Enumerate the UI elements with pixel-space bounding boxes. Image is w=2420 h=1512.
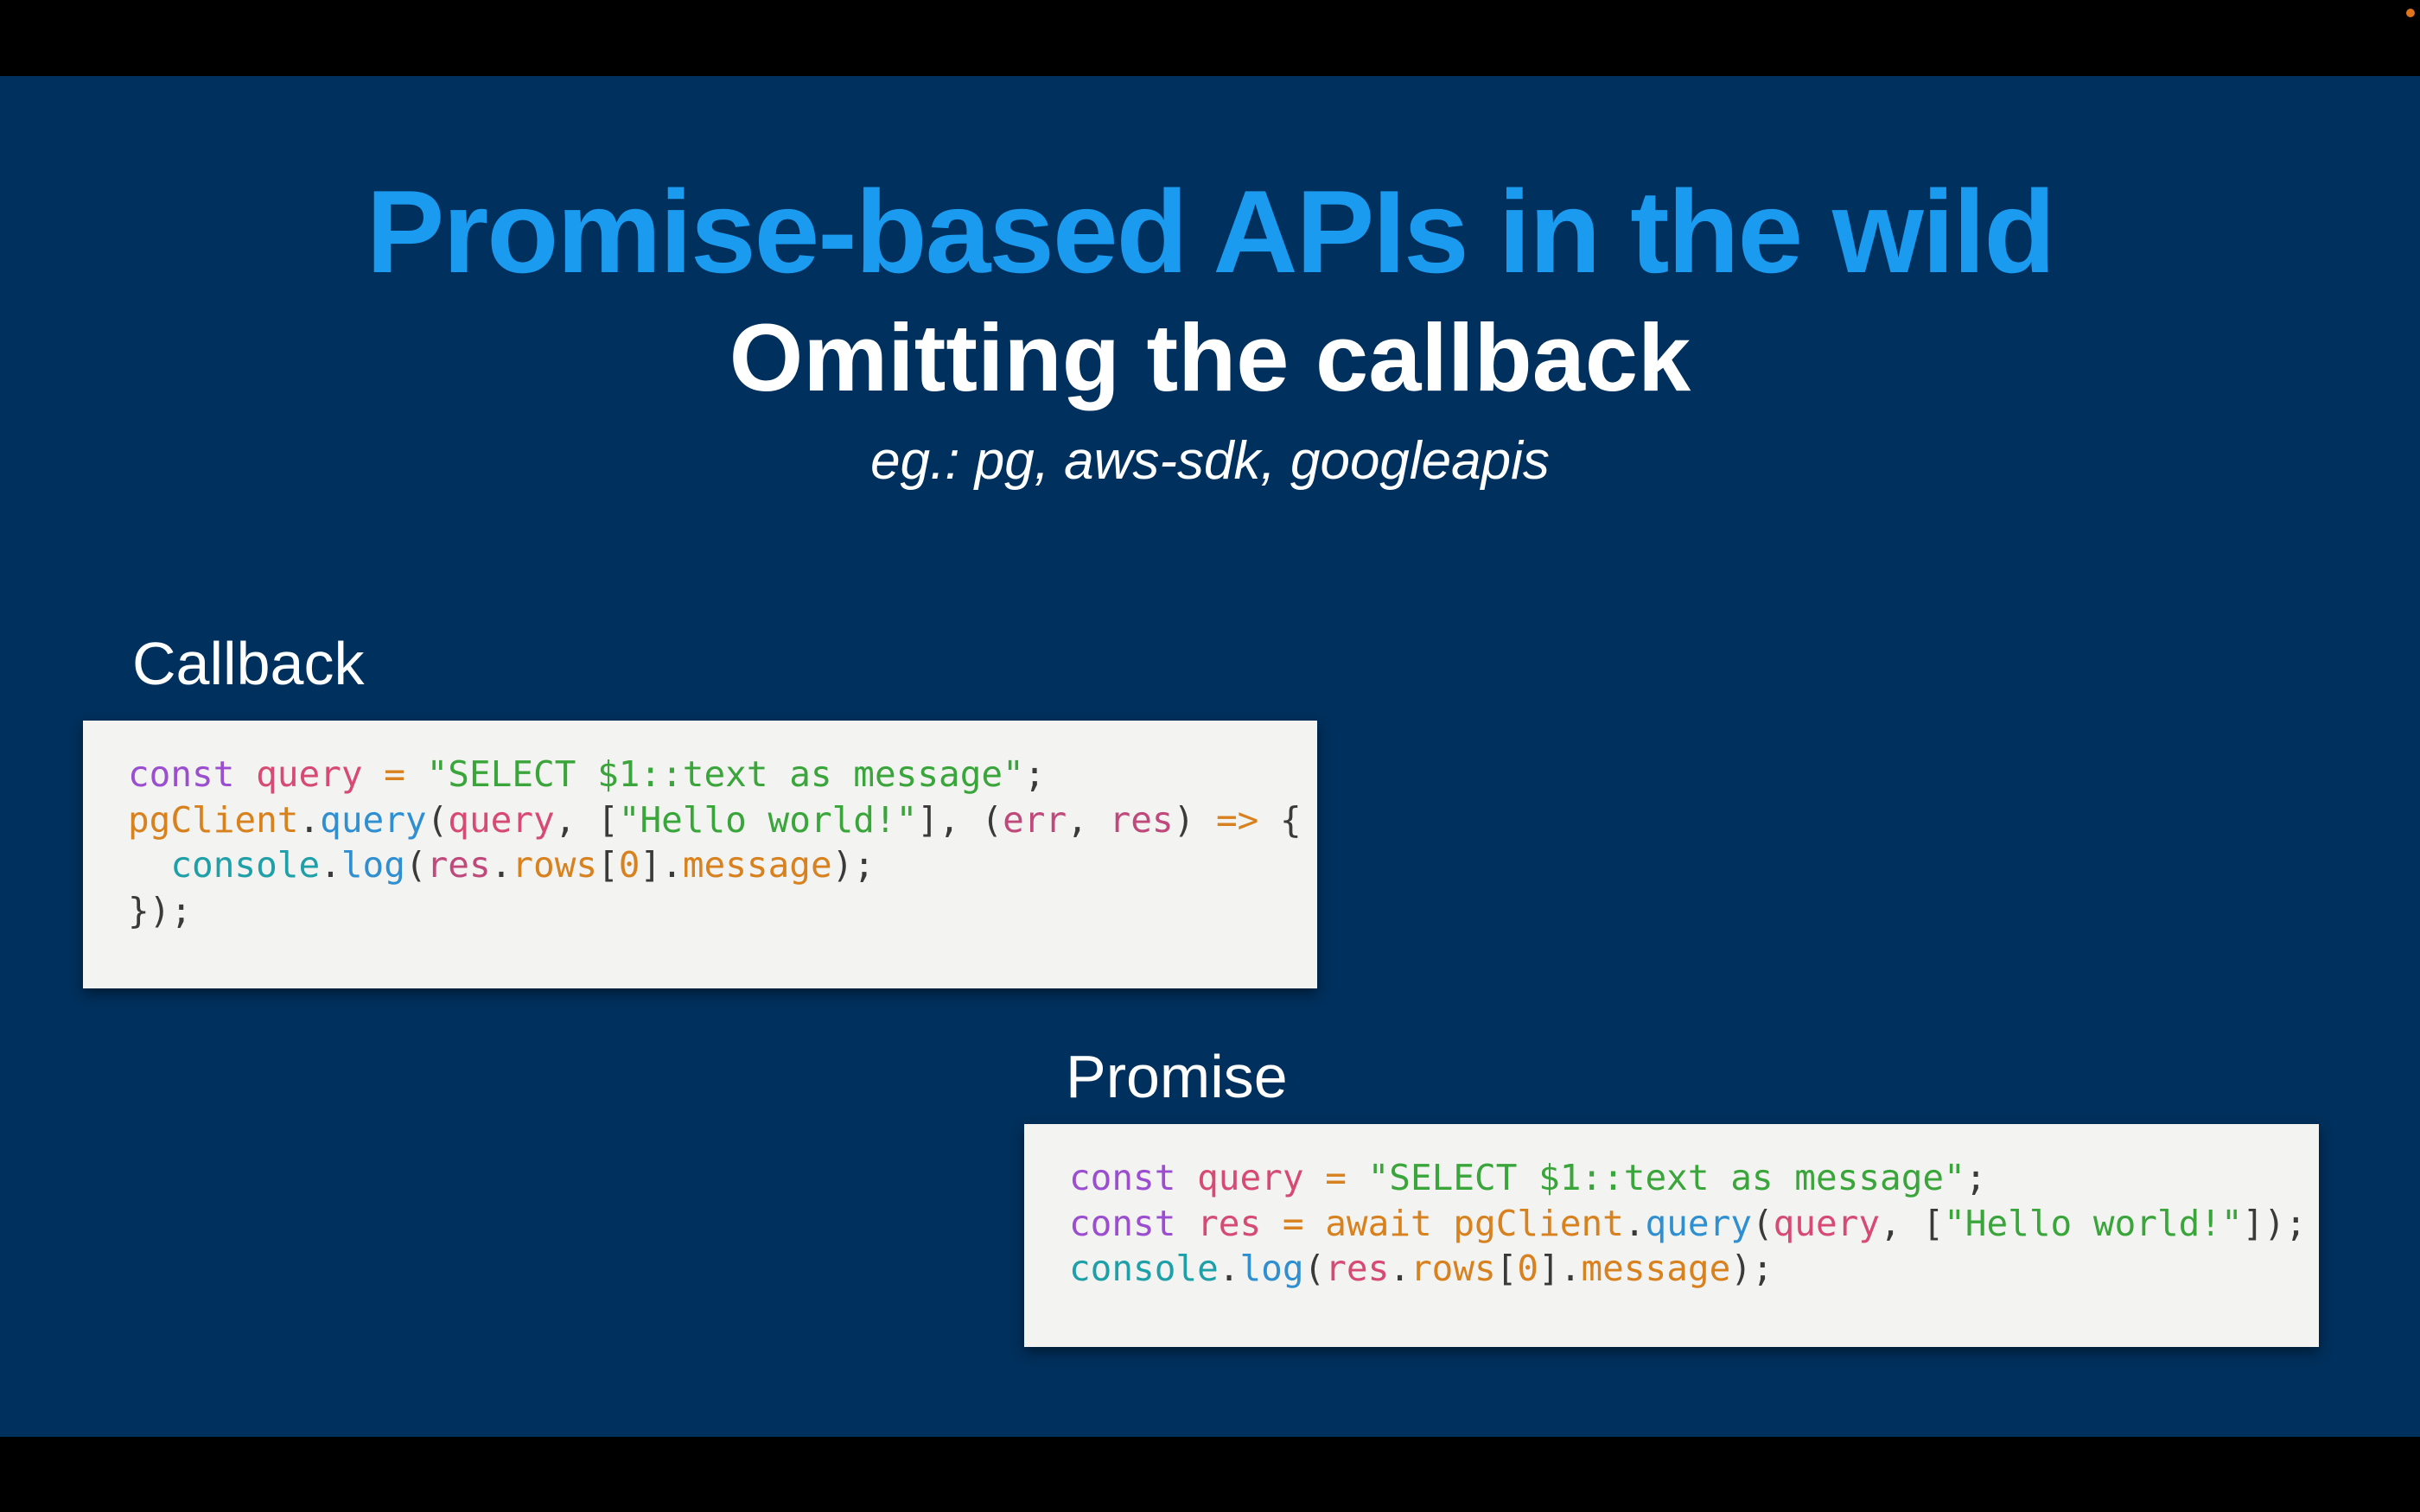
code-token: . xyxy=(1559,1248,1582,1289)
code-token: . xyxy=(661,844,683,886)
code-token: res xyxy=(1197,1202,1262,1244)
code-token: await xyxy=(1325,1202,1432,1244)
code-token: res xyxy=(1109,798,1174,841)
code-token: 0 xyxy=(618,844,640,886)
code-token: "Hello world!" xyxy=(1944,1202,2243,1244)
code-token: ) xyxy=(1173,798,1195,841)
window-top-bar xyxy=(0,0,2420,76)
code-token: const xyxy=(128,753,235,795)
code-token: query xyxy=(1773,1202,1881,1244)
code-line: console.log(res.rows[0].message); xyxy=(1069,1246,2319,1292)
code-token: ( xyxy=(426,798,449,841)
code-token: , xyxy=(1067,798,1110,841)
code-line: pgClient.query(query, ["Hello world!"], … xyxy=(128,797,1317,843)
code-token: ( xyxy=(1303,1248,1326,1289)
code-token: ], ( xyxy=(917,798,1003,841)
code-token: res xyxy=(426,844,491,886)
code-line: const query = "SELECT $1::text as messag… xyxy=(1069,1155,2319,1201)
promise-code: const query = "SELECT $1::text as messag… xyxy=(1069,1155,2319,1292)
code-token: console xyxy=(1069,1248,1219,1289)
promise-label: Promise xyxy=(1066,1043,1288,1110)
code-line: const query = "SELECT $1::text as messag… xyxy=(128,752,1317,797)
code-token: message xyxy=(1581,1248,1731,1289)
code-token: rows xyxy=(1410,1248,1496,1289)
window-indicator-dot xyxy=(2406,9,2415,17)
code-token: = xyxy=(1325,1157,1347,1198)
code-token: ( xyxy=(404,844,427,886)
window-bottom-bar xyxy=(0,1437,2420,1512)
callback-code: const query = "SELECT $1::text as messag… xyxy=(128,752,1317,933)
code-token: . xyxy=(1389,1248,1411,1289)
code-token: query xyxy=(1197,1157,1304,1198)
code-token: query xyxy=(448,798,555,841)
code-token: 0 xyxy=(1517,1248,1539,1289)
callback-code-block: const query = "SELECT $1::text as messag… xyxy=(83,721,1317,988)
code-token: => xyxy=(1215,798,1259,841)
code-token: . xyxy=(1623,1202,1646,1244)
callback-label: Callback xyxy=(132,630,365,697)
code-token: ); xyxy=(831,844,876,886)
code-line: const res = await pgClient.query(query, … xyxy=(1069,1201,2319,1247)
code-token: pgClient xyxy=(1453,1202,1624,1244)
code-token: = xyxy=(384,753,405,795)
code-token: query xyxy=(320,798,427,841)
code-token: ]); xyxy=(2242,1202,2307,1244)
code-token: . xyxy=(490,844,513,886)
code-token: . xyxy=(320,844,341,886)
slide-title: Promise-based APIs in the wild xyxy=(366,166,2056,297)
code-token: ; xyxy=(1965,1157,1987,1198)
code-token: message xyxy=(682,844,832,886)
code-token: console xyxy=(170,844,321,886)
code-token: ; xyxy=(1023,753,1046,795)
code-token: err xyxy=(1003,798,1067,841)
code-line: console.log(res.rows[0].message); xyxy=(128,842,1317,888)
code-token: ( xyxy=(1751,1202,1774,1244)
code-token: = xyxy=(1282,1202,1304,1244)
code-token: . xyxy=(1218,1248,1240,1289)
code-token: . xyxy=(298,798,321,841)
code-token: res xyxy=(1325,1248,1390,1289)
code-token: log xyxy=(1239,1248,1304,1289)
slide-subtitle: Omitting the callback xyxy=(729,305,1691,411)
code-token: const xyxy=(1069,1157,1176,1198)
code-token: query xyxy=(256,753,363,795)
code-token: ] xyxy=(1538,1248,1560,1289)
code-token: "SELECT $1::text as message" xyxy=(426,753,1024,795)
code-token: ] xyxy=(640,844,662,886)
code-token: ); xyxy=(1730,1248,1774,1289)
code-token: , [ xyxy=(554,798,619,841)
code-token: rows xyxy=(512,844,598,886)
code-line: }); xyxy=(128,888,1317,934)
code-token: { xyxy=(1280,798,1302,841)
code-token: query xyxy=(1645,1202,1752,1244)
code-token: pgClient xyxy=(128,798,299,841)
code-token: }); xyxy=(128,889,193,931)
promise-code-block: const query = "SELECT $1::text as messag… xyxy=(1024,1124,2319,1347)
code-token: const xyxy=(1069,1202,1176,1244)
code-token: [ xyxy=(1495,1248,1518,1289)
code-indent xyxy=(128,844,170,886)
code-token: log xyxy=(341,844,405,886)
code-token: "Hello world!" xyxy=(618,798,918,841)
code-token: [ xyxy=(597,844,619,886)
code-token: "SELECT $1::text as message" xyxy=(1367,1157,1965,1198)
slide: Promise-based APIs in the wild Omitting … xyxy=(0,76,2420,1437)
slide-examples: eg.: pg, aws-sdk, googleapis xyxy=(870,431,1550,491)
code-token: , [ xyxy=(1880,1202,1945,1244)
